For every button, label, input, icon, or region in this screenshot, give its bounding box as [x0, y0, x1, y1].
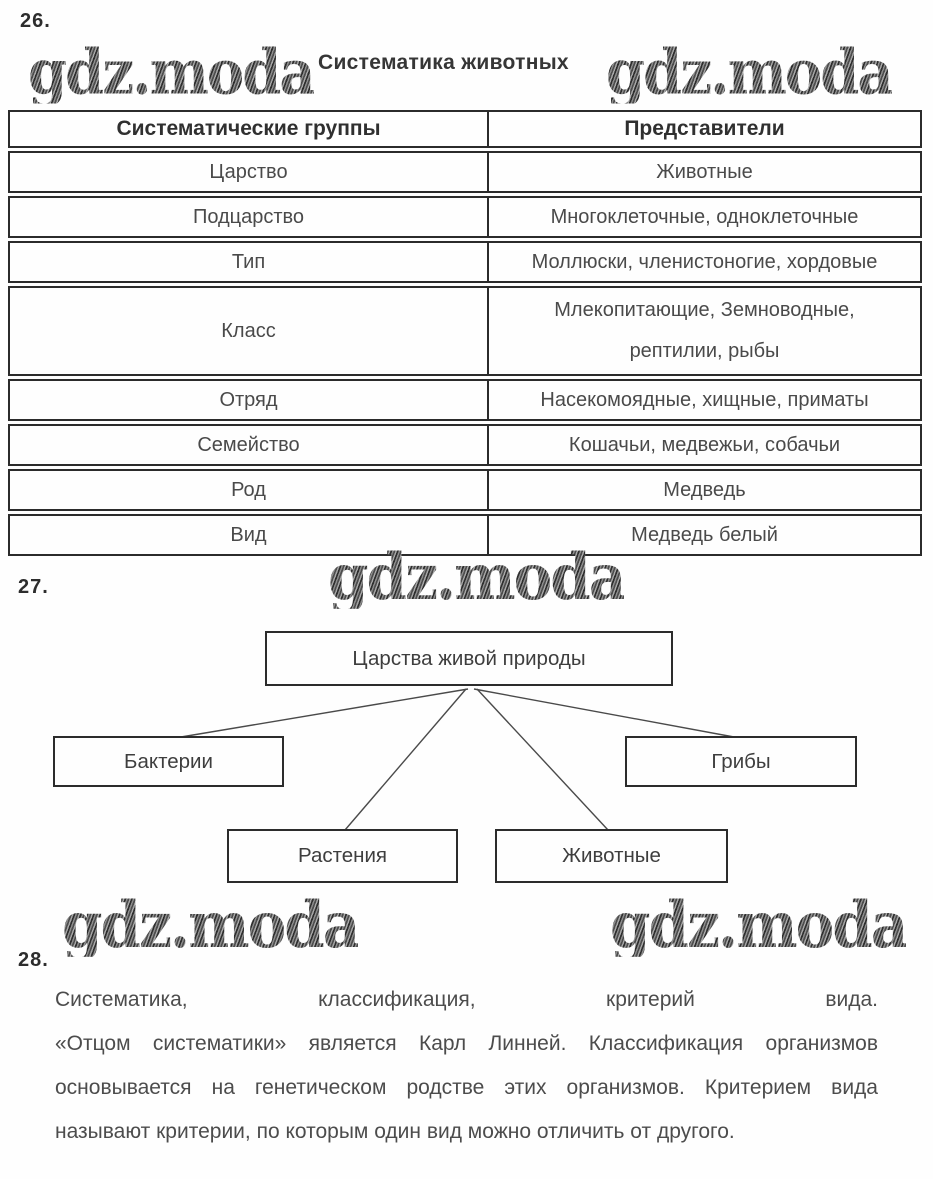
- watermark-gdz-moda: gdz.moda: [610, 887, 908, 963]
- table-cell-group: Тип: [8, 241, 489, 283]
- answer-line: Систематика, классификация, критерий вид…: [55, 988, 878, 1011]
- table-row: Класс Млекопитающие, Земноводные, рептил…: [8, 286, 922, 376]
- table-cell-group: Царство: [8, 151, 489, 193]
- table-header-row: Систематические группы Представители: [8, 110, 922, 148]
- table-cell-group: Семейство: [8, 424, 489, 466]
- table-row: Тип Моллюски, членистоногие, хордовые: [8, 241, 922, 283]
- table-row: Семейство Кошачьи, медвежьи, собачьи: [8, 424, 922, 466]
- answer-line: «Отцом систематики» является Карл Линней…: [55, 1032, 878, 1055]
- section-26-number: 26.: [20, 10, 51, 32]
- table-row: Вид Медведь белый: [8, 514, 922, 556]
- table-cell-value: Насекомоядные, хищные, приматы: [489, 379, 922, 421]
- table-cell-value: Животные: [489, 151, 922, 193]
- diagram-box-label: Грибы: [711, 749, 771, 773]
- diagram-box-label: Животные: [562, 844, 661, 867]
- table-row: Подцарство Многоклеточные, одноклеточные: [8, 196, 922, 238]
- answer-line: называют критерии, по которым один вид м…: [55, 1120, 735, 1143]
- watermark-gdz-moda: gdz.moda: [606, 36, 894, 110]
- table-row: Род Медведь: [8, 469, 922, 511]
- table-cell-group: Род: [8, 469, 489, 511]
- answer-line: основывается на генетическом родстве эти…: [55, 1076, 878, 1099]
- diagram-box-animals: Животные: [495, 829, 728, 883]
- systematics-table: Систематические группы Представители Цар…: [8, 107, 922, 559]
- table-row: Отряд Насекомоядные, хищные, приматы: [8, 379, 922, 421]
- watermark-gdz-moda: gdz.moda: [28, 36, 316, 110]
- table-cell-value: Моллюски, членистоногие, хордовые: [489, 241, 922, 283]
- diagram-box-label: Бактерии: [124, 749, 213, 773]
- diagram-box-bacteria: Бактерии: [53, 736, 284, 787]
- section-28-number: 28.: [18, 949, 49, 971]
- table-cell-group: Подцарство: [8, 196, 489, 238]
- section-27-number: 27.: [18, 576, 49, 598]
- table-cell-group: Вид: [8, 514, 489, 556]
- diagram-box-label: Растения: [297, 844, 388, 867]
- watermark-gdz-moda: gdz.moda: [62, 887, 360, 963]
- watermark-gdz-moda: gdz.moda: [328, 539, 626, 615]
- diagram-box-plants: Растения: [227, 829, 458, 883]
- table-cell-value: Кошачьи, медвежьи, собачьи: [489, 424, 922, 466]
- table-cell-value: Медведь: [489, 469, 922, 511]
- diagram-root-label: Царства живой природы: [352, 646, 586, 670]
- table-cell-group: Класс: [8, 286, 489, 376]
- table-cell-value: Медведь белый: [489, 514, 922, 556]
- answer-paragraph: Систематика, классификация, критерий вид…: [55, 978, 878, 1154]
- table-row: Царство Животные: [8, 151, 922, 193]
- diagram-box-fungi: Грибы: [625, 736, 857, 787]
- table-cell-value: Многоклеточные, одноклеточные: [489, 196, 922, 238]
- table-cell-group: Отряд: [8, 379, 489, 421]
- table-header-groups: Систематические группы: [8, 110, 489, 148]
- table-cell-value: Млекопитающие, Земноводные, рептилии, ры…: [489, 286, 922, 376]
- diagram-root-box: Царства живой природы: [265, 631, 673, 686]
- page-title: Систематика животных: [318, 51, 569, 74]
- table-header-representatives: Представители: [489, 110, 922, 148]
